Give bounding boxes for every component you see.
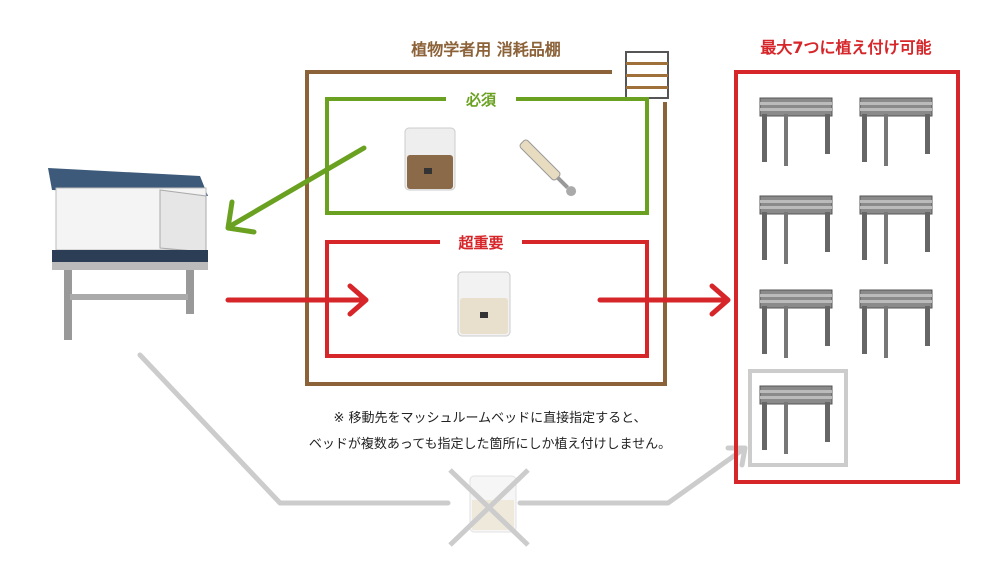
required-frame xyxy=(325,97,649,215)
arrow-gray-out xyxy=(517,445,748,506)
spawn-bag-icon xyxy=(404,127,456,191)
mushroom-beds-group: 最大7つに植え付け可能 xyxy=(734,38,960,484)
required-label: 必須 xyxy=(465,91,497,109)
mushroom-bed-icon xyxy=(759,195,833,265)
arrow-gray-in xyxy=(137,352,451,506)
mushroom-bed-icon xyxy=(759,289,833,359)
mushroom-bed-icon xyxy=(859,195,933,265)
arrow-hood-to-critical xyxy=(225,283,369,317)
critical-label: 超重要 xyxy=(457,234,503,252)
consumables-shelf-group: 植物学者用 消耗品棚 必須 超重要 xyxy=(305,40,672,386)
note-line-2: ベッドが複数あっても指定した箇所にしか植え付けしません。 xyxy=(308,437,672,452)
shelf-title: 植物学者用 消耗品棚 xyxy=(410,40,561,59)
beds-frame xyxy=(734,70,960,484)
cross-icon xyxy=(448,468,530,547)
mushroom-bed-icon xyxy=(759,97,833,167)
mushroom-bed-icon xyxy=(859,289,933,359)
substrate-bag-icon xyxy=(457,271,511,337)
selected-bed-frame xyxy=(748,369,848,467)
arrow-required-to-hood xyxy=(225,145,367,235)
arrow-critical-to-beds xyxy=(597,283,731,317)
fume-hood-icon xyxy=(48,168,208,340)
syringe-icon xyxy=(519,139,577,197)
mushroom-bed-icon xyxy=(759,385,833,455)
note-line-1: ※ 移動先をマッシュルームベッドに直接指定すると、 xyxy=(333,411,647,426)
mushroom-bed-icon xyxy=(859,97,933,167)
shelf-frame xyxy=(305,70,667,386)
max-label: 最大7つに植え付け可能 xyxy=(760,38,931,57)
